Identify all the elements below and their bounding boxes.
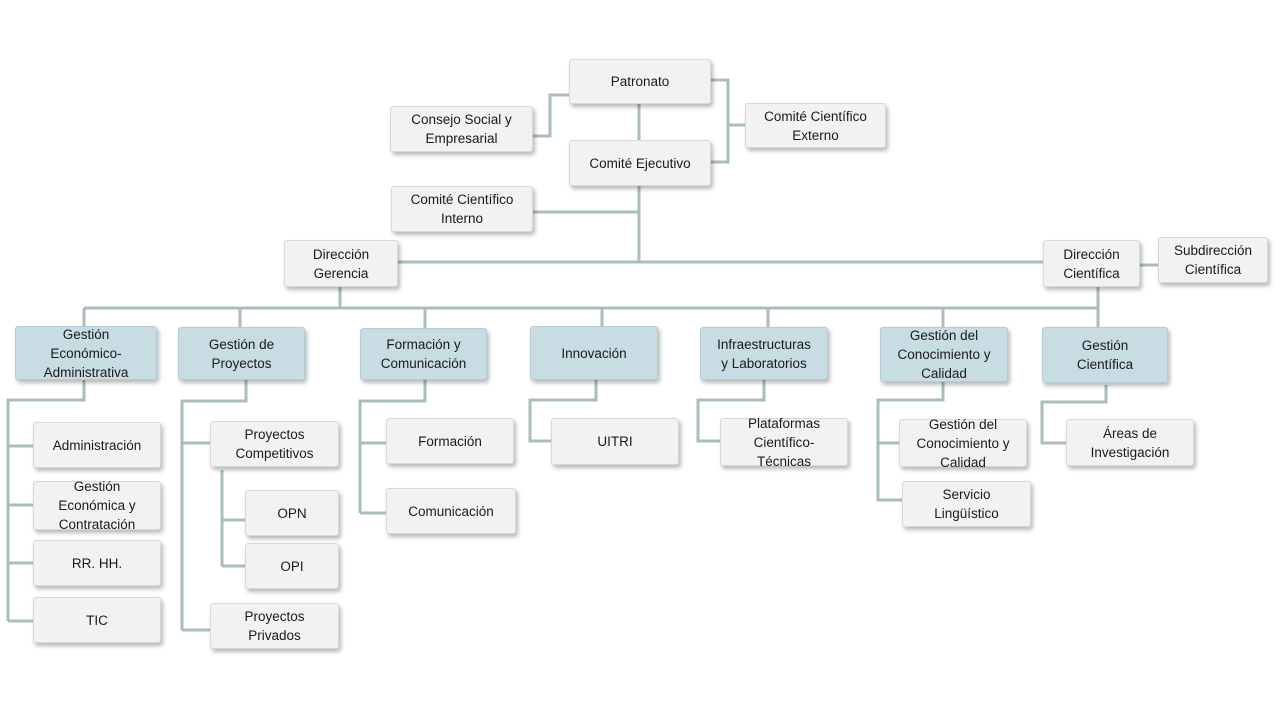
direccion-cientifica-box: Dirección Científica (1043, 240, 1140, 287)
connector-consejo (533, 93, 569, 138)
unit-formacion: Formación (386, 418, 514, 464)
comite-cientifico-externo-box: Comité Científico Externo (745, 103, 886, 148)
area-gestion-proyectos: Gestión de Proyectos (178, 327, 305, 380)
connector-infra-units (696, 380, 766, 443)
connector-gea-units (6, 380, 86, 621)
unit-opn: OPN (245, 490, 339, 536)
area-innovacion: Innovación (530, 326, 658, 380)
connector-conocimiento-units (876, 380, 945, 502)
direccion-gerencia-box: Dirección Gerencia (284, 240, 398, 287)
patronato-box: Patronato (569, 59, 711, 104)
unit-comunicacion: Comunicación (386, 488, 516, 534)
connector-cientifica-units (1040, 385, 1108, 445)
connector-formacion-units (358, 380, 427, 513)
unit-proyectos-privados: Proyectos Privados (210, 603, 339, 649)
subdireccion-cientifica-box: Subdirección Científica (1158, 237, 1268, 283)
unit-rrhh: RR. HH. (33, 540, 161, 586)
unit-gestion-economica-contratacion: Gestión Económica y Contratación (33, 479, 161, 532)
comite-cientifico-interno-box: Comité Científico Interno (391, 186, 533, 232)
area-infraestructuras-laboratorios: Infraestructuras y Laboratorios (700, 327, 828, 380)
unit-proyectos-competitivos: Proyectos Competitivos (210, 421, 339, 467)
connector-comite-externo (710, 78, 730, 164)
unit-servicio-linguistico: Servicio Lingüístico (902, 481, 1031, 527)
unit-administracion: Administración (33, 422, 161, 468)
area-gestion-economico-administrativa: Gestión Económico- Administrativa (15, 326, 157, 380)
area-gestion-conocimiento: Gestión del Conocimiento y Calidad (880, 327, 1008, 382)
unit-uitri: UITRI (551, 418, 679, 465)
area-formacion-comunicacion: Formación y Comunicación (360, 328, 487, 380)
area-gestion-cientifica: Gestión Científica (1042, 327, 1168, 383)
unit-opi: OPI (245, 543, 339, 589)
connector-proyectos-units (180, 380, 248, 630)
consejo-social-box: Consejo Social y Empresarial (390, 106, 533, 152)
comite-ejecutivo-box: Comité Ejecutivo (569, 140, 711, 186)
unit-areas-investigacion: Áreas de Investigación (1066, 419, 1194, 466)
unit-plataformas-cientifico-tecnicas: Plataformas Científico- Técnicas (720, 416, 848, 469)
connector-innovacion-units (528, 380, 598, 443)
unit-gestion-conocimiento-calidad: Gestión del Conocimiento y Calidad (899, 417, 1027, 470)
unit-tic: TIC (33, 597, 161, 643)
